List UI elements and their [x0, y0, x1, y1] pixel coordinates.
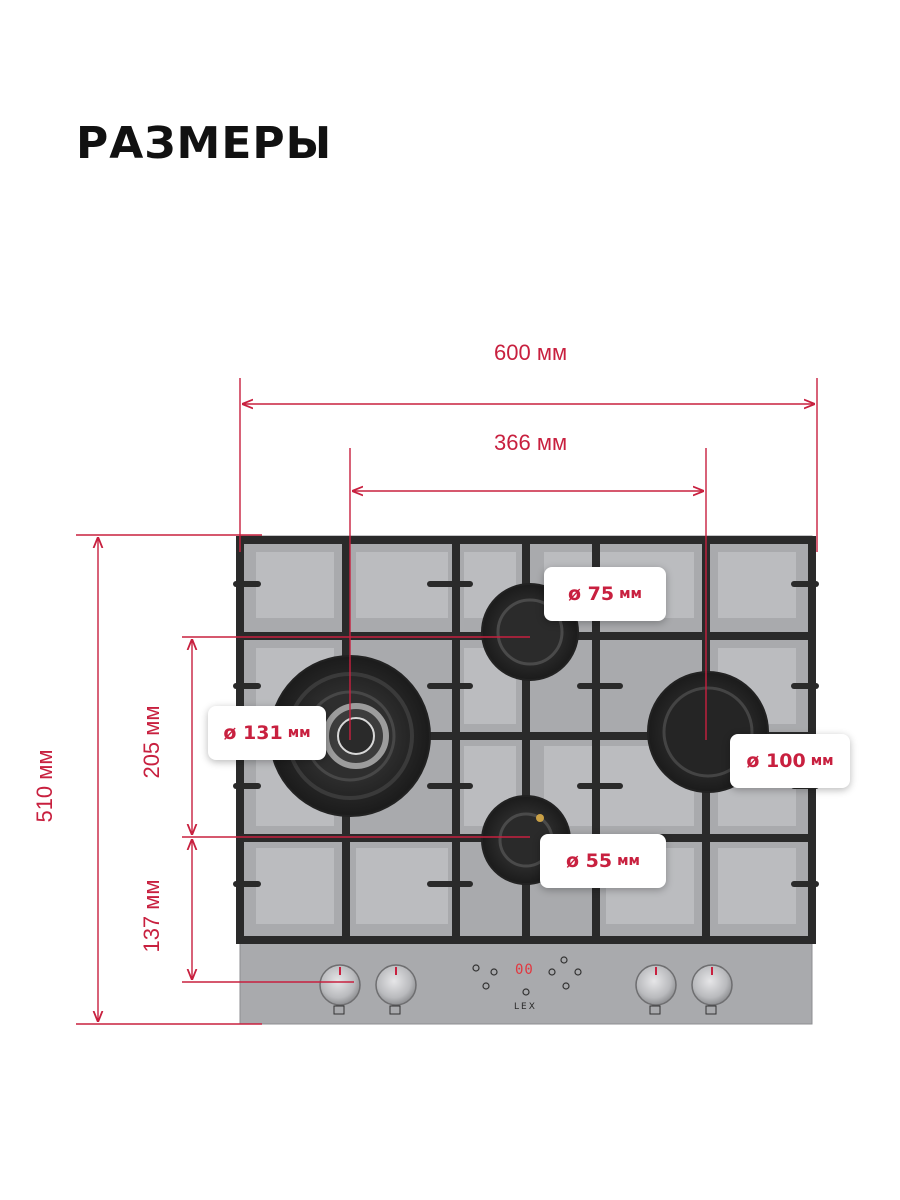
knob-icons [333, 1005, 717, 1015]
dim-burner-spacing: 366 мм [494, 430, 568, 455]
knob-3 [635, 964, 677, 1006]
knob-4 [691, 964, 733, 1006]
dim-front-to-burner: 137 мм [139, 879, 164, 953]
dim-total-depth: 510 мм [32, 749, 57, 823]
timer-display: 00 [515, 962, 534, 978]
touch-controls [472, 956, 582, 996]
dimension-lines [76, 378, 818, 1025]
brand-logo: LEX [514, 1002, 537, 1012]
knob-1 [319, 964, 361, 1006]
knob-2 [375, 964, 417, 1006]
dim-total-width: 600 мм [494, 340, 568, 365]
control-panel [319, 956, 733, 1015]
dim-burner-depth: 205 мм [139, 705, 164, 779]
page-title: РАЗМЕРЫ [76, 118, 333, 169]
